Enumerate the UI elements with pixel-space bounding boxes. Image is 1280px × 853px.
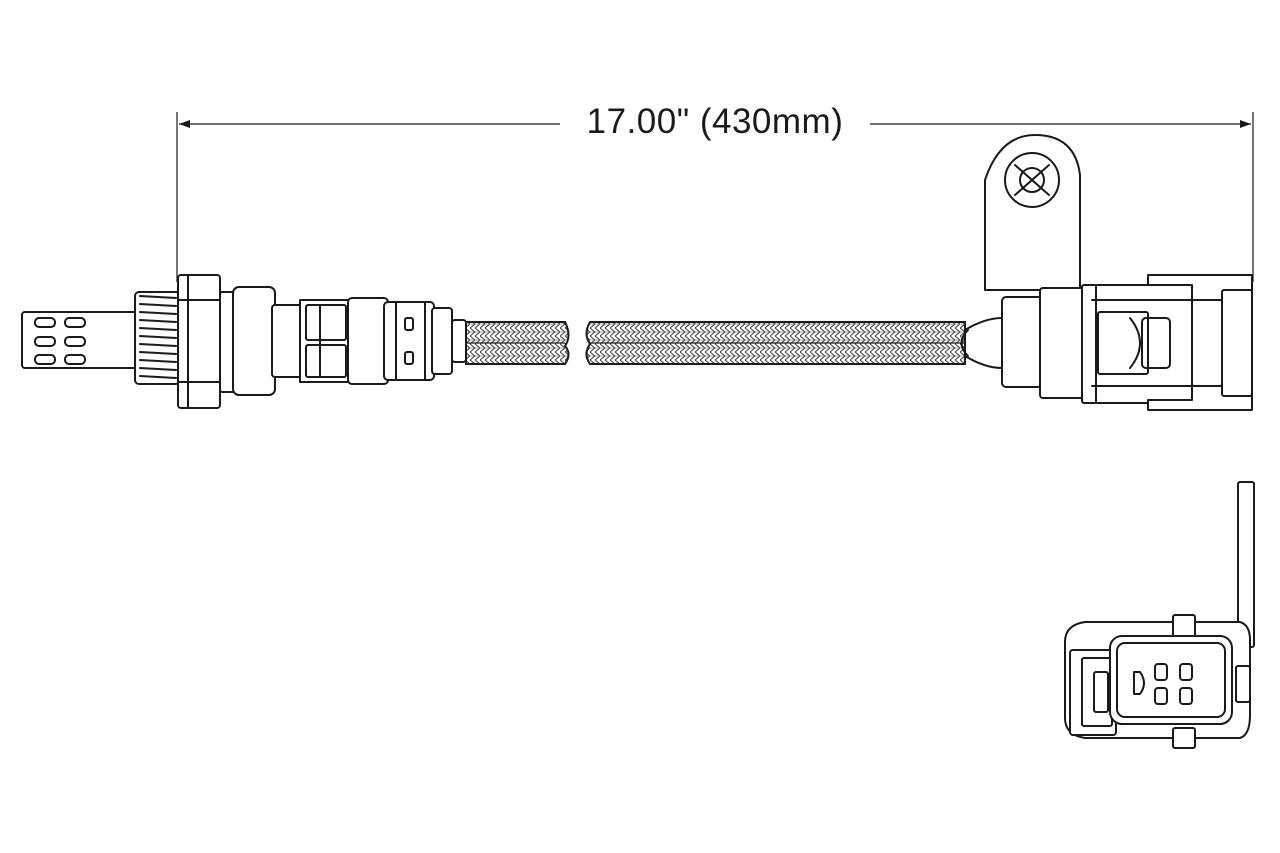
braided-cable-right — [585, 321, 966, 365]
sensor-hex-nut — [177, 274, 221, 409]
sensor-thread — [134, 291, 181, 385]
sensor-body — [219, 286, 467, 396]
dimension-length-label: 17.00" (430mm) — [560, 100, 870, 144]
connector-end-view — [1064, 481, 1255, 749]
wire-loop — [960, 317, 1003, 369]
side-connector — [1001, 274, 1253, 411]
sensor-probe — [21, 311, 138, 369]
mounting-bracket — [984, 134, 1081, 291]
braided-cable-left — [465, 321, 570, 365]
